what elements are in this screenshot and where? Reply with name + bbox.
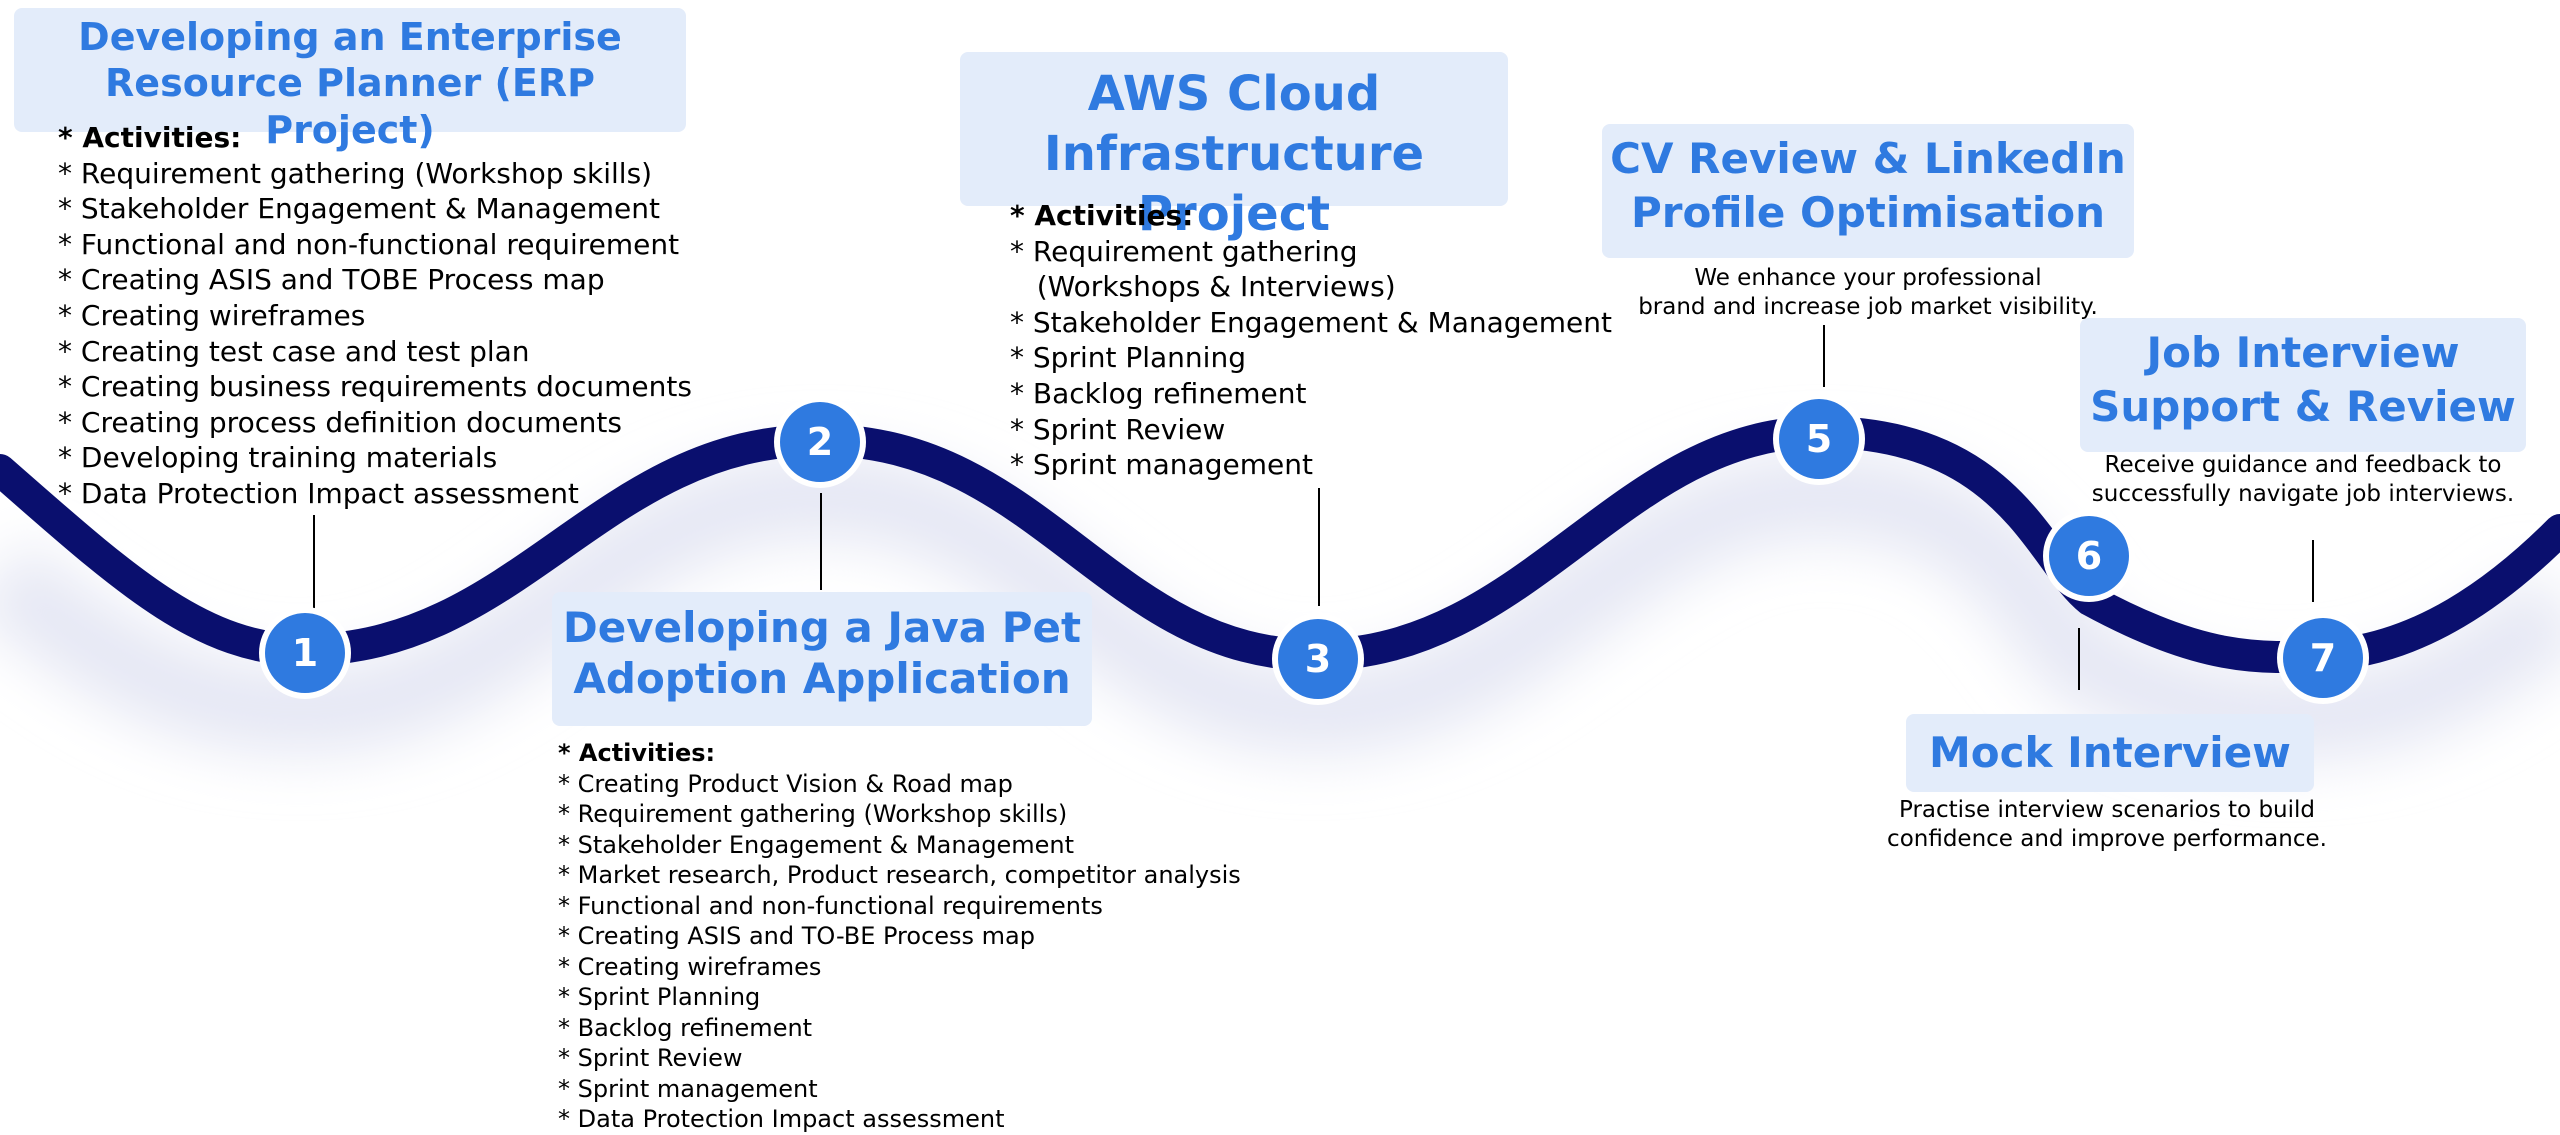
step-7-title: Job Interview Support & Review — [2090, 328, 2516, 431]
step-6-title-bg — [1906, 714, 2314, 792]
step-node-1: 1 — [265, 613, 345, 693]
step-7-title-bg — [2080, 318, 2526, 452]
list-item: * Activities: — [58, 121, 242, 154]
list-item: * Sprint management — [558, 1074, 818, 1103]
connector-5 — [1823, 325, 1825, 387]
step-3-activities: * Activities: * Requirement gathering (W… — [1010, 198, 1612, 483]
step-1-title: Developing an Enterprise Resource Planne… — [78, 15, 622, 152]
list-item: * Requirement gathering (Workshop skills… — [58, 156, 653, 190]
list-item: * Creating test case and test plan — [58, 334, 530, 368]
wave-line — [0, 415, 2560, 673]
step-7-description: Receive guidance and feedback to success… — [2091, 452, 2515, 507]
list-item: * Activities: — [1010, 199, 1194, 232]
step-5-title: CV Review & LinkedIn Profile Optimisatio… — [1610, 134, 2126, 237]
list-item: * Requirement gathering (Workshop skills… — [558, 800, 1068, 828]
list-item: * Data Protection Impact assessment — [558, 1105, 1005, 1133]
connector-2 — [820, 493, 822, 590]
step-node-6: 6 — [2049, 516, 2129, 596]
step-6-description: Practise interview scenarios to build co… — [1887, 797, 2327, 852]
step-2-title: Developing a Java Pet Adoption Applicati… — [562, 603, 1082, 704]
list-item: * Sprint Planning — [1010, 341, 1246, 375]
list-item: * Creating ASIS and TOBE Process map — [58, 263, 605, 297]
connector-7 — [2312, 540, 2314, 602]
list-item: * Market research, Product research, com… — [558, 861, 1241, 889]
list-item: * Activities: — [558, 739, 716, 767]
list-item: * Creating business requirements documen… — [58, 370, 692, 404]
list-item: * Sprint Review — [558, 1044, 743, 1072]
list-item: * Sprint Review — [1010, 412, 1226, 446]
list-item: * Stakeholder Engagement & Management — [1010, 305, 1612, 339]
list-item: * Backlog refinement — [1010, 376, 1307, 410]
step-node-2: 2 — [780, 402, 860, 482]
list-item: * Sprint management — [1010, 448, 1313, 482]
step-2-activities: * Activities: * Creating Product Vision … — [558, 738, 1241, 1135]
list-item: * Backlog refinement — [558, 1013, 813, 1042]
list-item: * Creating wireframes — [58, 298, 366, 332]
step-node-7: 7 — [2283, 618, 2363, 698]
step-1-title-bg — [14, 8, 686, 132]
step-5-title-bg — [1602, 124, 2134, 258]
list-item: * Creating process definition documents — [58, 405, 622, 439]
connector-3 — [1318, 488, 1320, 606]
list-item: * Functional and non-functional requirem… — [58, 227, 680, 261]
list-item: (Workshops & Interviews) — [1010, 270, 1396, 304]
list-item: * Functional and non-functional requirem… — [558, 891, 1103, 920]
list-item: * Creating ASIS and TO-BE Process map — [558, 922, 1035, 950]
list-item: * Stakeholder Engagement & Management — [58, 192, 660, 226]
connector-1 — [313, 515, 315, 610]
step-6-title: Mock Interview — [1929, 728, 2291, 777]
wave-shadow — [0, 449, 2560, 763]
list-item: * Stakeholder Engagement & Management — [558, 830, 1074, 859]
step-node-3: 3 — [1278, 619, 1358, 699]
list-item: * Sprint Planning — [558, 983, 761, 1011]
step-5-description: We enhance your professional brand and i… — [1638, 265, 2098, 320]
list-item: * Developing training materials — [58, 441, 498, 475]
list-item: * Creating wireframes — [558, 952, 822, 981]
list-item: * Data Protection Impact assessment — [58, 476, 579, 510]
step-3-title-bg — [960, 52, 1508, 206]
step-node-5: 5 — [1779, 399, 1859, 479]
connector-6 — [2078, 628, 2080, 690]
step-1-activities: * Activities: * Requirement gathering (W… — [58, 120, 692, 512]
step-3-title: AWS Cloud Infrastructure Project — [1043, 66, 1425, 242]
step-2-title-bg — [552, 592, 1092, 726]
list-item: * Requirement gathering — [1010, 234, 1358, 268]
list-item: * Creating Product Vision & Road map — [558, 769, 1013, 798]
